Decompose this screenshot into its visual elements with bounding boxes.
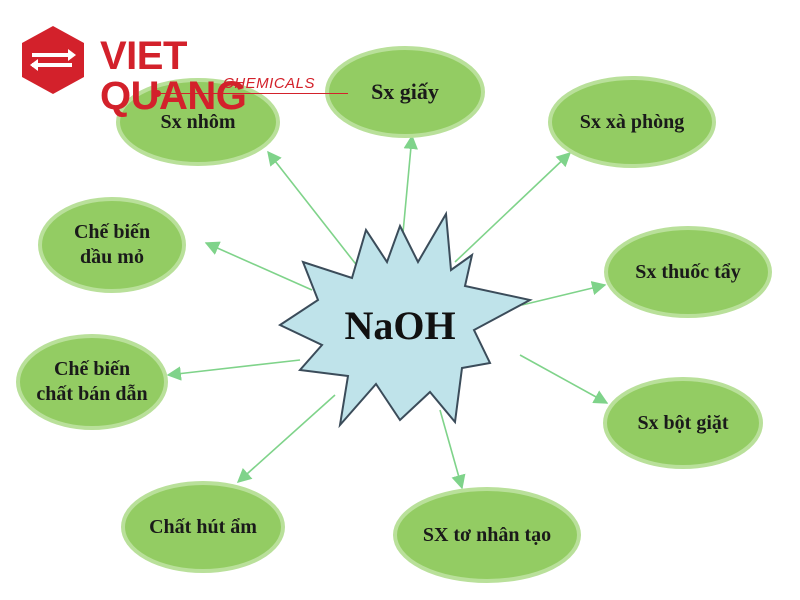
node-sx-thuoc-tay — [604, 226, 772, 318]
node-label-sx-to-nhan-tao: SX tơ nhân tạo — [422, 523, 552, 546]
arrow-to-sx-bot-giat — [519, 354, 609, 404]
node-label-sx-nhom: Sx nhôm — [160, 110, 236, 133]
node-label-sx-thuoc-tay: Sx thuốc tẩy — [635, 260, 741, 283]
arrow-to-sx-nhom — [267, 150, 363, 273]
arrow-to-sx-to-nhan-tao — [439, 409, 466, 490]
arrow-to-che-bien-chat-ban-dan — [166, 359, 301, 381]
viet-quang-logo: VIET QUANG CHEMICALS — [18, 22, 348, 116]
node-sx-nhom — [116, 78, 280, 166]
node-sx-to-nhan-tao — [393, 487, 581, 583]
node-label-chat-hut-am: Chất hút ẩm — [149, 515, 257, 538]
center-label: NaOH — [344, 302, 456, 348]
node-label-che-bien-dau-mo: Chế biến dầu mỏ — [73, 221, 151, 268]
node-che-bien-dau-mo — [38, 197, 186, 293]
brand-tagline: CHEMICALS — [223, 75, 316, 92]
node-sx-giay — [325, 46, 485, 138]
node-label-sx-bot-giat: Sx bột giặt — [637, 411, 729, 434]
arrow-to-che-bien-dau-mo — [204, 241, 313, 291]
node-sx-xa-phong — [548, 76, 716, 168]
brand-name: VIET QUANG — [100, 34, 247, 118]
brand-underline — [158, 93, 348, 94]
node-label-sx-xa-phong: Sx xà phòng — [579, 110, 685, 133]
arrow-to-chat-hut-am — [236, 394, 336, 483]
node-che-bien-chat-ban-dan — [16, 334, 168, 430]
arrow-to-sx-xa-phong — [454, 152, 572, 263]
brand-dot — [154, 90, 161, 97]
node-label-sx-giay: Sx giấy — [371, 79, 439, 105]
node-sx-bot-giat — [603, 377, 763, 469]
arrow-to-sx-thuoc-tay — [521, 281, 607, 306]
node-chat-hut-am — [121, 481, 285, 573]
naoh-starburst — [277, 210, 533, 429]
node-label-che-bien-chat-ban-dan: Chế biến chất bán dẫn — [36, 358, 148, 405]
hexagon-logo-icon — [22, 26, 84, 94]
